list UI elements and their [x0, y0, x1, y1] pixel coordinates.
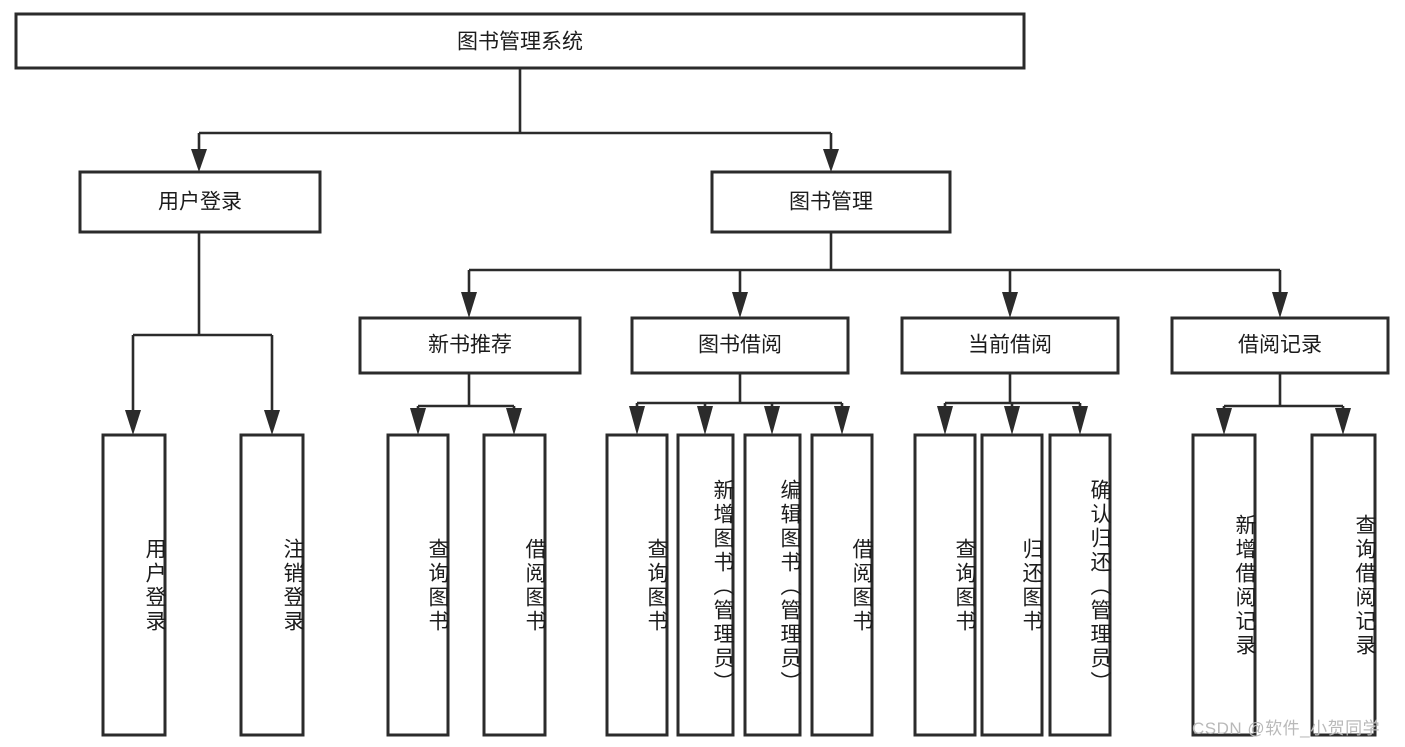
arrow-to-leaf-edit-book: [764, 406, 780, 435]
node-label-current-borrow: 当前借阅: [968, 334, 1052, 357]
arrow-to-leaf-query-record: [1335, 408, 1351, 435]
node-box-root[interactable]: [14, 12, 1026, 70]
node-label-borrow-record: 借阅记录: [1238, 334, 1322, 357]
node-box-book-management[interactable]: [710, 170, 952, 234]
node-box-user-login[interactable]: [78, 170, 322, 234]
node-box-leaf-query-book-2[interactable]: [605, 433, 669, 737]
node-box-leaf-logout[interactable]: [239, 433, 305, 737]
node-box-leaf-confirm-return-admin[interactable]: [1048, 433, 1112, 737]
node-box-leaf-query-book-1[interactable]: [386, 433, 450, 737]
arrow-to-user-login: [191, 149, 207, 172]
arrow-to-leaf-add-book: [697, 406, 713, 435]
node-box-leaf-query-borrow-record[interactable]: [1310, 433, 1377, 737]
node-box-book-borrow[interactable]: [630, 316, 850, 375]
arrow-to-book-mgmt: [823, 149, 839, 172]
node-box-leaf-add-borrow-record[interactable]: [1191, 433, 1257, 737]
arrow-to-leaf-confirm-return: [1072, 406, 1088, 435]
nodes-layer: 图书管理系统 用户登录 图书管理 新书推荐 图书借阅 当前借阅 借阅记录: [14, 12, 1390, 737]
node-box-leaf-user-login[interactable]: [101, 433, 167, 737]
node-box-leaf-query-book-3[interactable]: [913, 433, 977, 737]
arrow-to-leaf-borrow-book-1: [506, 408, 522, 435]
arrow-to-leaf-query-book-3: [937, 406, 953, 435]
node-box-leaf-return-book[interactable]: [980, 433, 1044, 737]
connectors-layer: [125, 68, 1351, 435]
arrow-to-leaf-borrow-book-2: [834, 406, 850, 435]
node-label-user-login: 用户登录: [158, 191, 242, 214]
arrow-to-leaf-add-record: [1216, 408, 1232, 435]
arrow-to-leaf-return-book: [1004, 406, 1020, 435]
node-label-book-borrow: 图书借阅: [698, 334, 782, 357]
arrow-to-borrow-record: [1272, 292, 1288, 318]
csdn-watermark: CSDN @软件_小贺同学: [1192, 719, 1381, 738]
node-box-current-borrow[interactable]: [900, 316, 1120, 375]
arrow-to-book-borrow: [732, 292, 748, 318]
node-label-book-management: 图书管理: [789, 191, 873, 214]
node-box-leaf-add-book-admin[interactable]: [676, 433, 735, 737]
node-box-leaf-borrow-book-2[interactable]: [810, 433, 874, 737]
arrow-to-new-book-rec: [461, 292, 477, 318]
arrow-to-current-borrow: [1002, 292, 1018, 318]
node-label-new-book-recommend: 新书推荐: [428, 334, 512, 357]
arrow-to-leaf-query-book-1: [410, 408, 426, 435]
arrow-to-leaf-query-book-2: [629, 406, 645, 435]
arrow-to-leaf-user-login: [125, 410, 141, 435]
node-label-root: 图书管理系统: [457, 31, 583, 54]
node-box-leaf-edit-book-admin[interactable]: [743, 433, 802, 737]
node-box-new-book-recommend[interactable]: [358, 316, 582, 375]
arrow-to-leaf-logout: [264, 410, 280, 435]
node-box-borrow-record[interactable]: [1170, 316, 1390, 375]
node-box-leaf-borrow-book-1[interactable]: [482, 433, 547, 737]
